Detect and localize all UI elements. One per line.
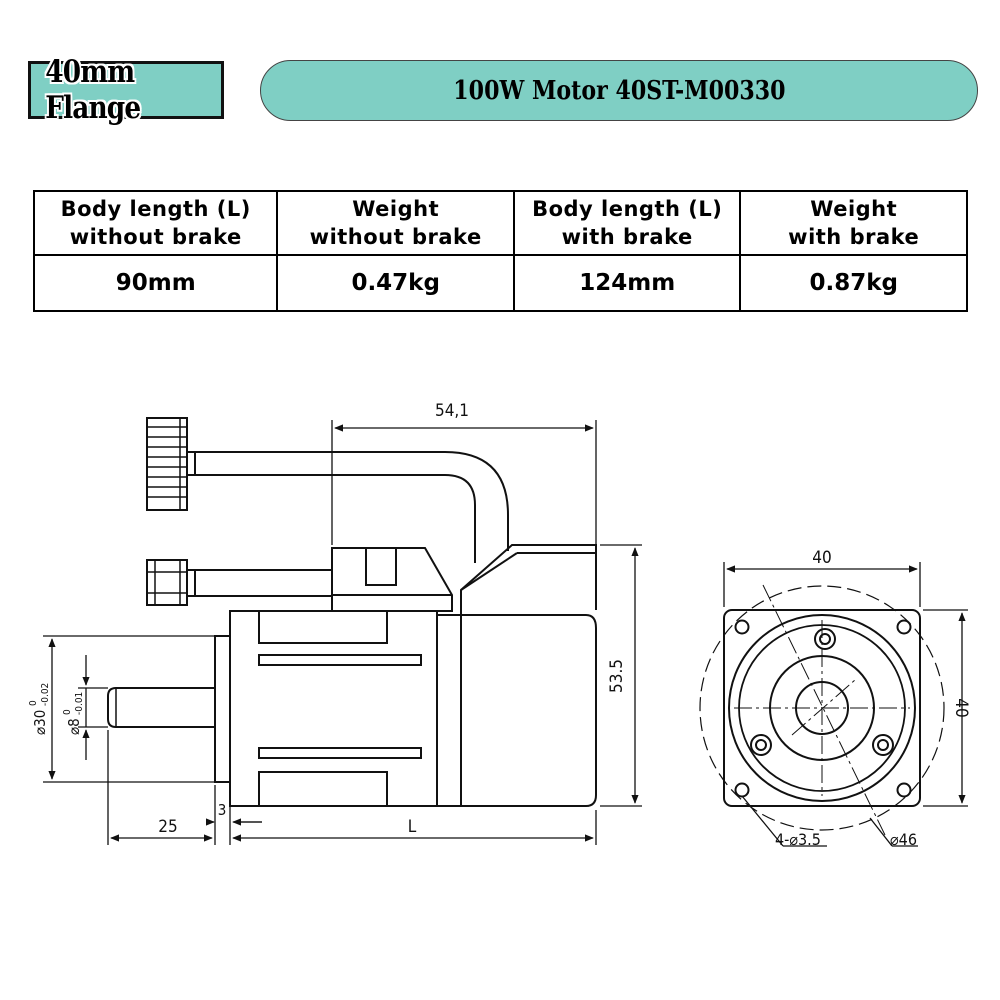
dim-height: 53.5 bbox=[607, 659, 627, 693]
dim-pilot-diameter-group: ⌀30 0 -0.02 bbox=[28, 683, 51, 735]
value-weight-brake: 0.87kg bbox=[739, 254, 968, 312]
header-body-length-brake: Body length (L)with brake bbox=[512, 190, 742, 256]
encoder-cable bbox=[187, 451, 509, 563]
cable-gland bbox=[331, 547, 453, 612]
power-cable bbox=[187, 569, 332, 597]
dim-flange-thickness: 3 bbox=[218, 801, 227, 819]
rear-body bbox=[436, 598, 597, 807]
value-body-length-brake: 124mm bbox=[512, 254, 742, 312]
center-lines bbox=[734, 584, 910, 836]
dim-shaft-diameter-group: ⌀8 0 -0.01 bbox=[62, 692, 85, 735]
dim-shaft-tol-upper: 0 bbox=[62, 709, 73, 715]
front-view-dimensions bbox=[723, 562, 968, 847]
value-body-length-no-brake: 90mm bbox=[32, 254, 279, 312]
front-view bbox=[699, 584, 945, 836]
dim-pilot-tol-upper: 0 bbox=[28, 700, 39, 706]
dim-shaft-diameter: ⌀8 bbox=[65, 718, 83, 735]
flange-outer-ring bbox=[728, 614, 916, 802]
side-view-dimensions bbox=[43, 420, 642, 845]
motor-shaft bbox=[107, 687, 215, 728]
dim-cable-length: 54,1 bbox=[435, 401, 469, 421]
flange-size-label: 40mm Flange bbox=[45, 54, 141, 126]
dim-shaft-tol-lower: -0.01 bbox=[74, 692, 85, 715]
flange-plate bbox=[214, 635, 231, 783]
threaded-holes bbox=[750, 628, 894, 756]
encoder-connector-icon bbox=[146, 417, 188, 511]
pcd-circle bbox=[699, 585, 945, 831]
dim-pilot-tol-lower: -0.02 bbox=[40, 683, 51, 706]
dim-pilot-diameter: ⌀30 bbox=[31, 710, 49, 735]
dim-shaft-length: 25 bbox=[158, 817, 177, 837]
motor-body bbox=[229, 610, 438, 807]
side-view bbox=[107, 417, 597, 807]
header-body-length-no-brake: Body length (L)without brake bbox=[32, 190, 279, 256]
flange-size-badge: 40mm Flange bbox=[28, 54, 224, 126]
dim-face-width: 40 bbox=[812, 548, 831, 568]
flange-face bbox=[723, 609, 921, 807]
spec-table-value-row: 90mm 0.47kg 124mm 0.87kg bbox=[32, 254, 968, 312]
dim-mounting-holes: 4-⌀3.5 bbox=[775, 830, 821, 849]
power-connector-icon bbox=[146, 559, 188, 606]
value-weight-no-brake: 0.47kg bbox=[276, 254, 515, 312]
dim-pcd: ⌀46 bbox=[890, 830, 917, 849]
dim-face-height: 40 bbox=[951, 698, 971, 717]
motor-title: 100W Motor 40ST-M00330 bbox=[452, 75, 786, 106]
encoder-housing bbox=[460, 544, 597, 610]
dim-body-length: L bbox=[408, 817, 417, 837]
motor-title-banner: 100W Motor 40ST-M00330 bbox=[260, 60, 978, 121]
